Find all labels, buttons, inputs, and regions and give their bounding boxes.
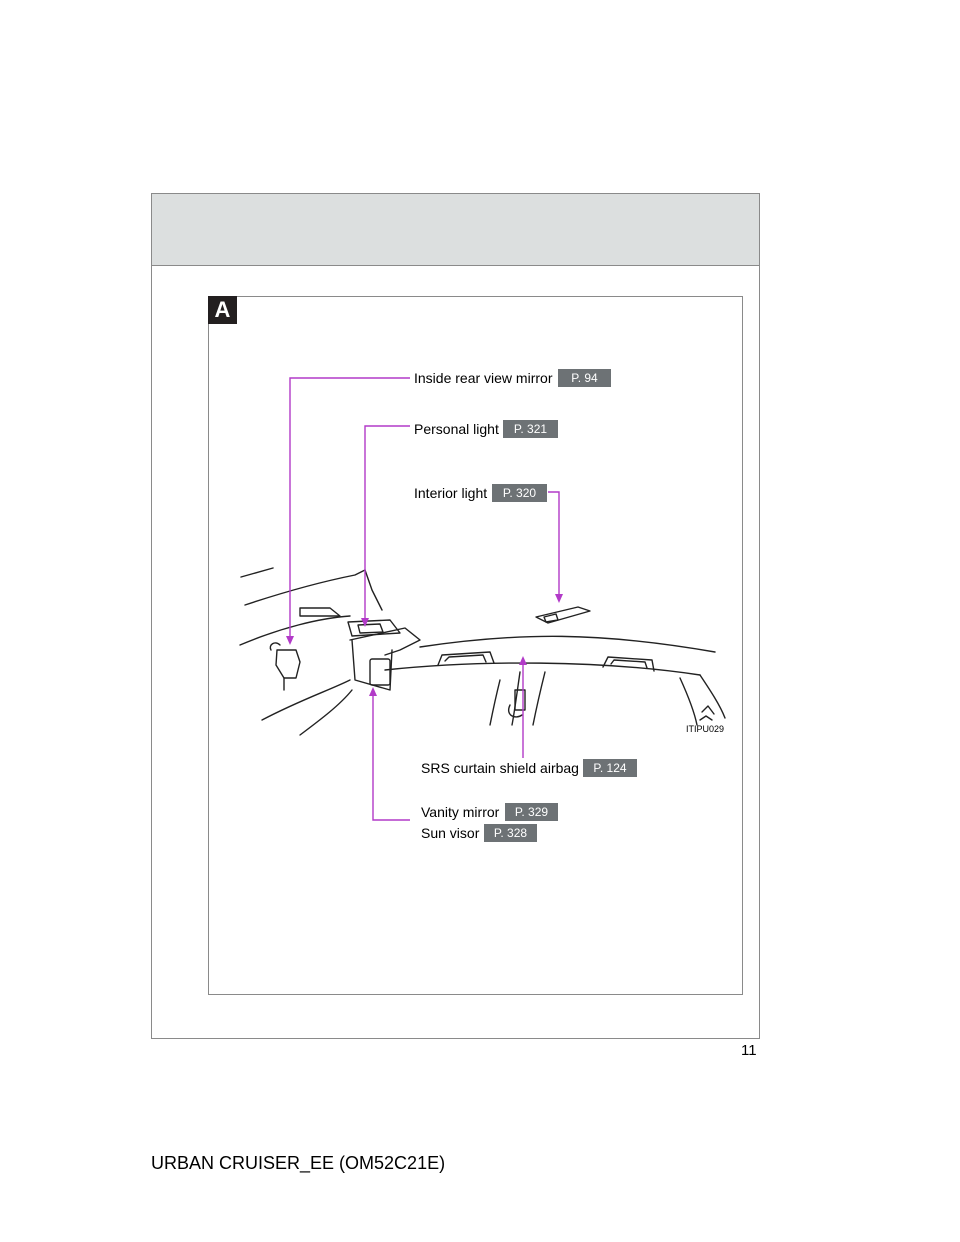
personal-light-ref[interactable]: P. 321: [503, 420, 558, 438]
sun-visor-ref[interactable]: P. 328: [484, 824, 537, 842]
inside-mirror-label: Inside rear view mirror: [414, 370, 553, 386]
header-band: [152, 194, 759, 266]
vanity-mirror-label: Vanity mirror: [421, 804, 500, 820]
airbag-label: SRS curtain shield airbag: [421, 760, 579, 776]
airbag-ref[interactable]: P. 124: [583, 759, 637, 777]
callout-arrowheads: [286, 594, 563, 696]
sun-visor-label: Sun visor: [421, 825, 480, 841]
callout-lines: [289, 377, 560, 821]
illustration-code: ITIPU029: [686, 724, 724, 734]
footer-model-code: URBAN CRUISER_EE (OM52C21E): [151, 1153, 446, 1173]
roof-drawing: [239, 567, 726, 736]
page-frame: [151, 193, 760, 1039]
illustration-box: [208, 296, 743, 995]
section-badge: A: [208, 296, 237, 324]
personal-light-label: Personal light: [414, 421, 499, 437]
interior-light-label: Interior light: [414, 485, 488, 501]
page-number: 11: [741, 1042, 757, 1059]
vanity-mirror-ref[interactable]: P. 329: [505, 803, 558, 821]
interior-light-ref[interactable]: P. 320: [492, 484, 547, 502]
inside-mirror-ref[interactable]: P. 94: [558, 369, 611, 387]
